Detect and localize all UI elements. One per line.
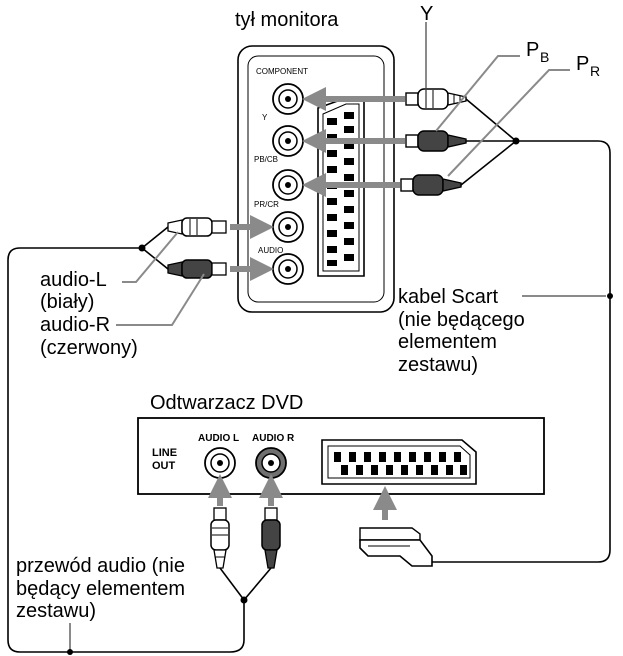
scart-plug bbox=[359, 527, 433, 567]
audio-cable-dvd-wires bbox=[219, 567, 272, 601]
scart-label-4: zestawu) bbox=[398, 354, 478, 376]
audio-r-color: (czerwony) bbox=[40, 337, 138, 359]
scart-label-2: (nie będącego bbox=[398, 309, 525, 331]
component-label: COMPONENT bbox=[256, 67, 308, 76]
component-plug-pr bbox=[400, 174, 462, 196]
jack-pb bbox=[272, 125, 304, 157]
dvd-arrows bbox=[208, 474, 397, 520]
component-cable-junction bbox=[512, 137, 520, 145]
jack-audio-r bbox=[272, 253, 304, 285]
jack-pr-label: PR/CR bbox=[254, 200, 279, 209]
line-out-label-1: LINE bbox=[152, 447, 177, 459]
component-plug-y bbox=[405, 88, 467, 110]
audio-cable-label-3: zestawu) bbox=[16, 600, 96, 622]
jack-pr bbox=[272, 169, 304, 201]
audio-l-label: audio-L bbox=[40, 269, 107, 291]
dvd-panel: LINE OUT AUDIO L AUDIO R bbox=[137, 417, 545, 495]
audio-cable-label-1: przewód audio (nie bbox=[16, 555, 185, 577]
label-pb: P bbox=[526, 39, 539, 61]
audio-plug-white-dvd bbox=[210, 507, 230, 569]
line-out-label-2: OUT bbox=[152, 460, 176, 472]
audio-cable-label-2: będący elementem bbox=[16, 578, 185, 600]
component-cable-wires bbox=[432, 98, 611, 563]
dvd-title: Odtwarzacz DVD bbox=[150, 392, 303, 414]
audio-leaders bbox=[116, 231, 205, 326]
monitor-title: tył monitora bbox=[235, 9, 339, 31]
dvd-jack-audio-l bbox=[204, 447, 236, 479]
audio-plug-white-monitor bbox=[167, 217, 227, 237]
component-leaders bbox=[425, 22, 570, 177]
audio-plug-red-monitor bbox=[167, 259, 227, 279]
audio-cable-junction-top bbox=[138, 244, 146, 252]
audio-cable-callout-dot bbox=[67, 649, 73, 655]
jack-y-label: Y bbox=[262, 113, 268, 122]
dvd-audio-l-label: AUDIO L bbox=[198, 433, 239, 444]
component-plug-pb bbox=[405, 130, 467, 152]
audio-l-color: (biały) bbox=[40, 291, 94, 313]
scart-callout-dot bbox=[607, 293, 613, 299]
jack-pb-label: PB/CB bbox=[254, 155, 278, 164]
scart-label-1: kabel Scart bbox=[398, 286, 498, 308]
jack-y bbox=[272, 83, 304, 115]
label-y: Y bbox=[420, 3, 433, 25]
audio-jack-label: AUDIO bbox=[258, 246, 283, 255]
audio-cable-junction-bottom bbox=[240, 596, 248, 604]
audio-r-label: audio-R bbox=[40, 314, 110, 336]
jack-audio-l bbox=[272, 211, 304, 243]
scart-label-3: elementem bbox=[398, 331, 497, 353]
dvd-scart-socket bbox=[321, 439, 477, 485]
audio-plug-red-dvd bbox=[261, 507, 281, 569]
dvd-audio-r-label: AUDIO R bbox=[252, 433, 295, 444]
label-pb-sub: B bbox=[540, 49, 549, 65]
component-arrows bbox=[230, 87, 405, 281]
label-pr-sub: R bbox=[590, 63, 600, 79]
label-pr: P bbox=[576, 53, 589, 75]
dvd-jack-audio-r bbox=[255, 447, 287, 479]
